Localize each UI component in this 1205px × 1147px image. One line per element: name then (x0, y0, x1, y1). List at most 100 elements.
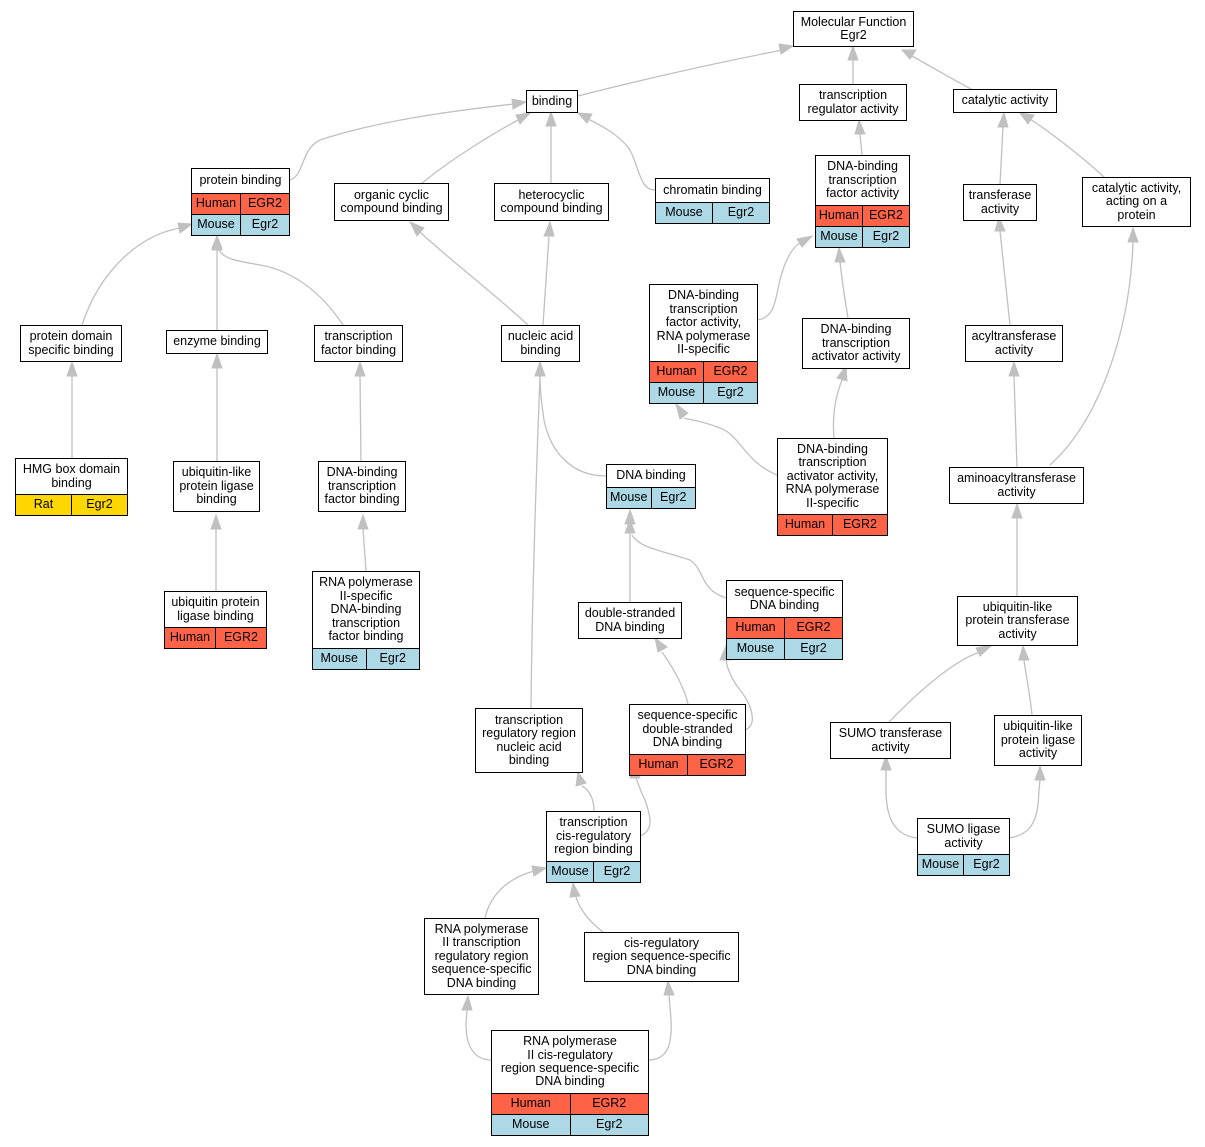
gene-cell: Egr2 (71, 495, 127, 515)
node-nucleic-acid-binding[interactable]: nucleic acid binding (501, 325, 580, 362)
edge (210, 513, 222, 591)
node-label: double-stranded DNA binding (584, 606, 676, 634)
edge (66, 360, 78, 458)
node-molecular-function[interactable]: Molecular Function Egr2 (793, 11, 914, 47)
node-label: ubiquitin-like protein ligase activity (1000, 719, 1076, 761)
gene-cell: Egr2 (365, 649, 420, 669)
edge (1049, 226, 1139, 466)
node-rna-polymerase-ii-specific-dna-binding-transcription-factor-binding[interactable]: RNA polymerase II-specific DNA-binding t… (312, 571, 420, 670)
node-transcription-regulator-activity[interactable]: transcription regulator activity (799, 84, 907, 121)
gene-cell: EGR2 (862, 206, 909, 226)
node-binding[interactable]: binding (526, 90, 578, 113)
node-transcription-cis-regulatory-region-binding[interactable]: transcription cis-regulatory region bind… (546, 811, 641, 883)
edge (834, 246, 849, 319)
node-catalytic-activity[interactable]: catalytic activity (953, 89, 1057, 113)
edge (880, 754, 918, 839)
node-label: sequence-specific double-stranded DNA bi… (637, 708, 738, 750)
edge (542, 220, 555, 326)
gene-cell: EGR2 (687, 755, 745, 775)
species-cell: Human (818, 208, 860, 223)
node-sumo-transferase-activity[interactable]: SUMO transferase activity (830, 722, 951, 759)
edge (408, 221, 529, 326)
node-organic-cyclic-compound-binding[interactable]: organic cyclic compound binding (334, 183, 449, 221)
node-label: HMG box domain binding (22, 462, 121, 490)
node-double-stranded-dna-binding[interactable]: double-stranded DNA binding (578, 602, 682, 639)
edge (675, 402, 778, 476)
edge (354, 360, 366, 462)
node-label: enzyme binding (173, 334, 261, 349)
node-ubiquitin-like-protein-ligase-binding[interactable]: ubiquitin-like protein ligase binding (173, 461, 260, 512)
node-enzyme-binding[interactable]: enzyme binding (166, 330, 268, 354)
edge (545, 110, 557, 184)
node-protein-domain-specific-binding[interactable]: protein domain specific binding (20, 325, 122, 362)
node-dna-binding-transcription-activator-activity[interactable]: DNA-binding transcription activator acti… (802, 318, 910, 369)
node-aminoacyltransferase-activity[interactable]: aminoacyltransferase activity (949, 467, 1084, 504)
species-cell: Mouse (320, 651, 359, 666)
edge (654, 636, 689, 705)
species-cell: Mouse (657, 385, 696, 400)
annotation-row: Mouse Egr2 (313, 648, 419, 669)
node-acyltransferase-activity[interactable]: acyltransferase activity (965, 325, 1063, 362)
node-label: chromatin binding (663, 182, 762, 197)
node-catalytic-activity-acting-on-a-protein[interactable]: catalytic activity, acting on a protein (1082, 177, 1191, 227)
edge (997, 111, 1009, 185)
node-label: acyltransferase activity (971, 329, 1057, 357)
node-rna-polymerase-ii-transcription-regulatory-region-sequence-specific-dna-binding[interactable]: RNA polymerase II transcription regulato… (424, 918, 539, 995)
node-transcription-factor-binding[interactable]: transcription factor binding (314, 325, 403, 362)
node-label: transcription factor binding (320, 329, 397, 357)
node-cis-regulatory-region-sequence-specific-dna-binding[interactable]: cis-regulatory region sequence-specific … (584, 932, 739, 982)
node-label: catalytic activity, acting on a protein (1091, 180, 1182, 222)
edge (211, 234, 223, 330)
edge (569, 881, 604, 933)
species-cell: Mouse (609, 490, 648, 505)
species-cell: Human (656, 364, 697, 379)
node-label: organic cyclic compound binding (340, 187, 443, 215)
node-ubiquitin-like-protein-ligase-activity[interactable]: ubiquitin-like protein ligase activity (994, 715, 1082, 766)
gene-cell: Egr2 (703, 383, 757, 403)
node-rna-polymerase-ii-cis-regulatory-region-sequence-specific-dna-binding[interactable]: RNA polymerase II cis-regulatory region … (491, 1030, 649, 1136)
edge (575, 770, 595, 812)
node-heterocyclic-compound-binding[interactable]: heterocyclic compound binding (494, 183, 609, 221)
species-cell: Human (195, 196, 237, 211)
node-label: transferase activity (968, 188, 1032, 216)
node-label: SUMO ligase activity (926, 822, 1001, 850)
node-dna-binding-transcription-factor-activity-rna-polymerase-ii-specific[interactable]: DNA-binding transcription factor activit… (649, 284, 758, 404)
node-ubiquitin-like-protein-transferase-activity[interactable]: ubiquitin-like protein transferase activ… (957, 596, 1078, 646)
edge (994, 215, 1011, 326)
node-dna-binding-transcription-activator-activity-rna-polymerase-ii-specific[interactable]: DNA-binding transcription activator acti… (777, 438, 888, 536)
gene-cell: Egr2 (569, 1115, 649, 1135)
gene-cell: Egr2 (240, 215, 289, 235)
gene-cell: EGR2 (784, 618, 842, 638)
node-transcription-regulatory-region-nucleic-acid-binding[interactable]: transcription regulatory region nucleic … (475, 708, 583, 773)
node-label: DNA-binding transcription activator acti… (785, 441, 880, 510)
node-label: transcription regulatory region nucleic … (482, 712, 576, 767)
gene-cell: Egr2 (650, 488, 696, 508)
node-label: DNA-binding transcription activator acti… (811, 322, 901, 364)
node-label: DNA-binding transcription factor binding (324, 465, 400, 507)
edge (1018, 644, 1033, 716)
node-label: DNA-binding transcription factor activit… (826, 159, 899, 201)
node-sequence-specific-double-stranded-dna-binding[interactable]: sequence-specific double-stranded DNA bi… (629, 704, 746, 776)
node-dna-binding-transcription-factor-activity[interactable]: DNA-binding transcription factor activit… (815, 155, 910, 248)
node-transferase-activity[interactable]: transferase activity (963, 184, 1037, 221)
edge (289, 98, 528, 181)
node-label: ubiquitin-like protein transferase activ… (965, 599, 1070, 641)
node-dna-binding-transcription-factor-binding[interactable]: DNA-binding transcription factor binding (318, 461, 406, 512)
node-label: protein domain specific binding (28, 329, 114, 357)
species-cell: Human (784, 517, 826, 532)
node-label: protein binding (199, 173, 282, 188)
edge (756, 235, 814, 321)
gene-cell: Egr2 (593, 862, 640, 882)
gene-cell: EGR2 (703, 362, 757, 382)
